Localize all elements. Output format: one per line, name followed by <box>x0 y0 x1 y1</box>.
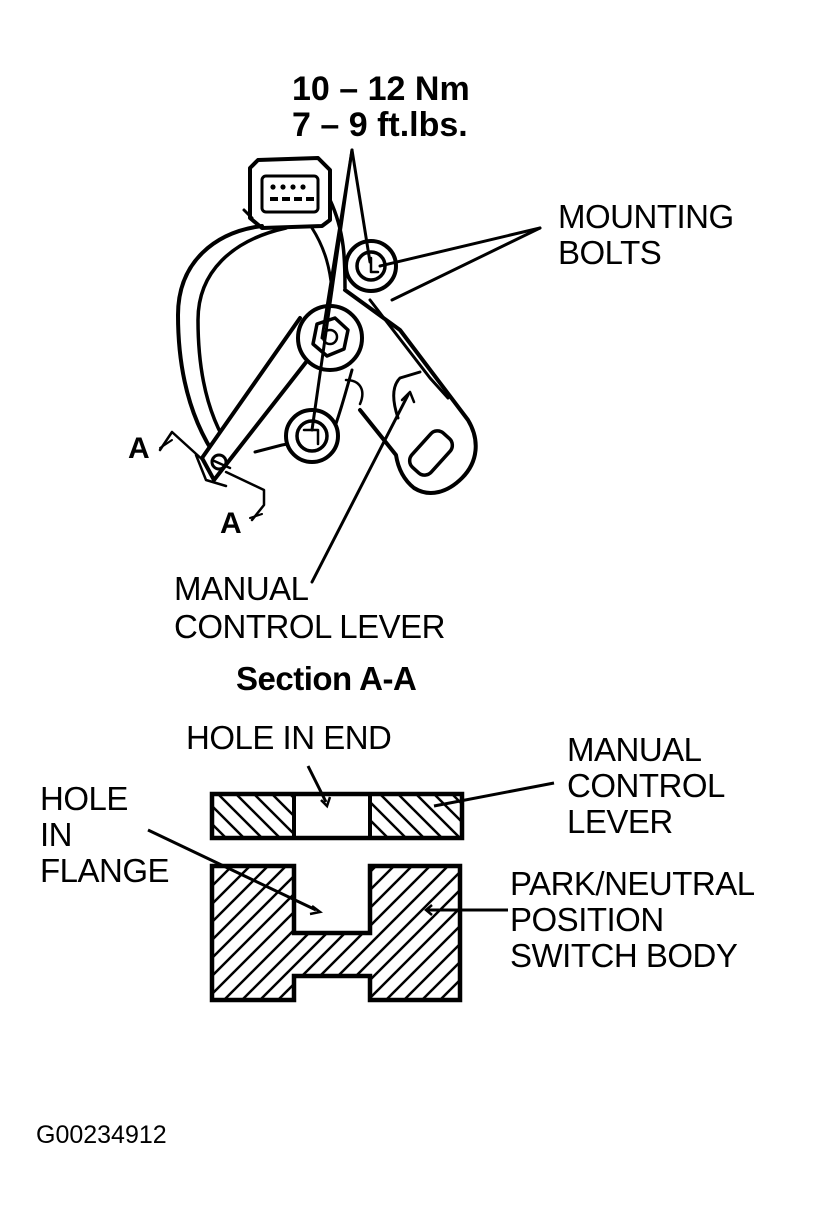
section-a-a-drawing <box>147 765 555 1003</box>
switch-body-label-line2: POSITION <box>510 901 664 938</box>
switch-assembly-drawing <box>158 148 542 584</box>
hole-in-flange-label-line3: FLANGE <box>40 852 170 889</box>
torque-nm-label: 10 – 12 Nm <box>292 70 470 108</box>
lever-cross-section <box>209 791 465 841</box>
center-hex-nut <box>296 304 364 372</box>
hole-in-end-label: HOLE IN END <box>186 719 392 756</box>
section-letter-a-lower: A <box>220 507 242 540</box>
hole-in-flange-label-line2: IN <box>40 816 73 853</box>
lower-mounting-bolt <box>284 408 340 464</box>
upper-mounting-bolt <box>344 239 398 293</box>
switch-body-cross-section <box>209 863 463 1003</box>
section-leader-lines <box>147 765 555 916</box>
section-lever-label-line1: MANUAL <box>567 731 702 768</box>
hole-in-flange-label-line1: HOLE <box>40 780 128 817</box>
switch-body-outline <box>298 288 478 495</box>
figure-id: G00234912 <box>36 1121 167 1149</box>
switch-body-label-line3: SWITCH BODY <box>510 937 738 974</box>
wire-harness-loop <box>176 198 347 462</box>
manual-control-lever-label-line2: CONTROL LEVER <box>174 608 446 645</box>
manual-control-lever-leader <box>310 390 416 584</box>
manual-control-lever-label-line1: MANUAL <box>174 570 309 607</box>
section-lever-label-line2: CONTROL <box>567 767 725 804</box>
section-cut-markers <box>158 430 266 522</box>
mounting-bolts-label-line2: BOLTS <box>558 234 662 271</box>
section-letter-a-upper: A <box>128 432 150 465</box>
section-lever-label-line3: LEVER <box>567 803 673 840</box>
electrical-connector <box>242 156 332 230</box>
switch-body-label-line1: PARK/NEUTRAL <box>510 865 755 902</box>
section-title: Section A-A <box>236 660 417 697</box>
torque-leader-lines <box>310 148 372 432</box>
mounting-bolts-label-line1: MOUNTING <box>558 198 734 235</box>
torque-ftlbs-label: 7 – 9 ft.lbs. <box>292 106 468 144</box>
mounting-bolts-leader-lines <box>378 226 542 302</box>
